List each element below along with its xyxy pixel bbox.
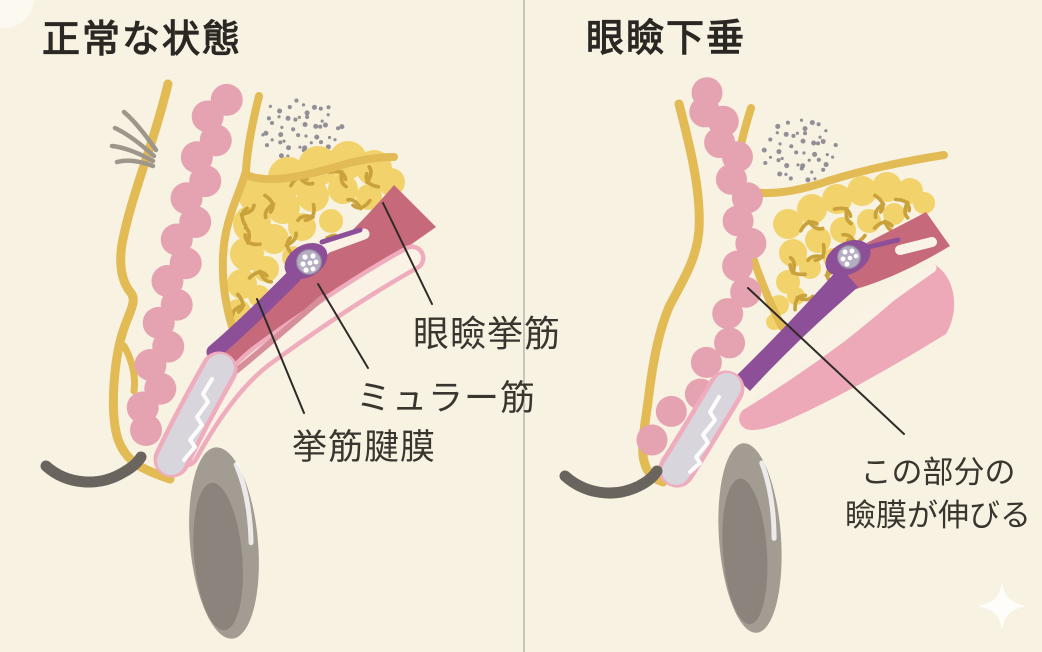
upper-eyelashes bbox=[109, 109, 159, 169]
muscle-cross-section bbox=[836, 244, 862, 270]
eyeball bbox=[718, 443, 782, 633]
tarsus-highlight bbox=[182, 377, 214, 462]
corner-highlight bbox=[0, 0, 34, 28]
stretched-membrane-caption: この部分の 瞼膜が伸びる bbox=[834, 451, 1042, 537]
leader-lines bbox=[256, 202, 433, 414]
label-levator-aponeurosis: 挙筋腱膜 bbox=[292, 428, 437, 467]
levator-muscle bbox=[840, 212, 950, 291]
leader-muller bbox=[317, 283, 369, 369]
right-figure-ptosis bbox=[559, 77, 955, 633]
eyeball bbox=[189, 447, 259, 639]
caption-line-1: この部分の bbox=[860, 455, 1016, 490]
tarsus-highlight bbox=[688, 395, 721, 474]
nostril-line bbox=[120, 342, 138, 395]
orbicularis-muscle-chain bbox=[126, 83, 243, 446]
left-panel-title: 正常な状態 bbox=[42, 19, 243, 61]
muscle-cross-section bbox=[295, 248, 323, 276]
label-levator-muscle: 眼瞼挙筋 bbox=[413, 313, 562, 354]
levator-underside-line bbox=[233, 295, 325, 374]
stretched-membrane-band bbox=[739, 264, 955, 431]
leader-stretched-membrane bbox=[747, 287, 905, 435]
membrane-gap-stripe bbox=[740, 263, 937, 401]
eyeball-highlight bbox=[233, 462, 254, 546]
tarsal-plate bbox=[153, 351, 238, 478]
right-panel-title: 眼瞼下垂 bbox=[586, 18, 747, 60]
left-figure-normal bbox=[40, 79, 436, 639]
leader-levator bbox=[382, 202, 433, 305]
caption-line-2: 瞼膜が伸びる bbox=[845, 498, 1031, 533]
eyelid-crease-line bbox=[218, 92, 263, 342]
panel-divider bbox=[523, 0, 525, 652]
orbicularis-muscle-chain bbox=[636, 77, 767, 456]
lower-eyelash bbox=[40, 451, 147, 488]
tarsal-plate bbox=[658, 370, 745, 488]
leader-aponeurosis bbox=[256, 298, 305, 414]
levator-muscle bbox=[211, 185, 436, 366]
orbital-septum-line bbox=[243, 153, 398, 184]
eyeball-highlight bbox=[759, 460, 777, 541]
levator-slot bbox=[895, 237, 937, 255]
sparkle-icon bbox=[978, 582, 1026, 630]
label-muller-muscle: ミュラー筋 bbox=[356, 379, 537, 418]
lower-eyelash bbox=[559, 465, 663, 499]
brow-stipple-dots bbox=[761, 118, 838, 183]
